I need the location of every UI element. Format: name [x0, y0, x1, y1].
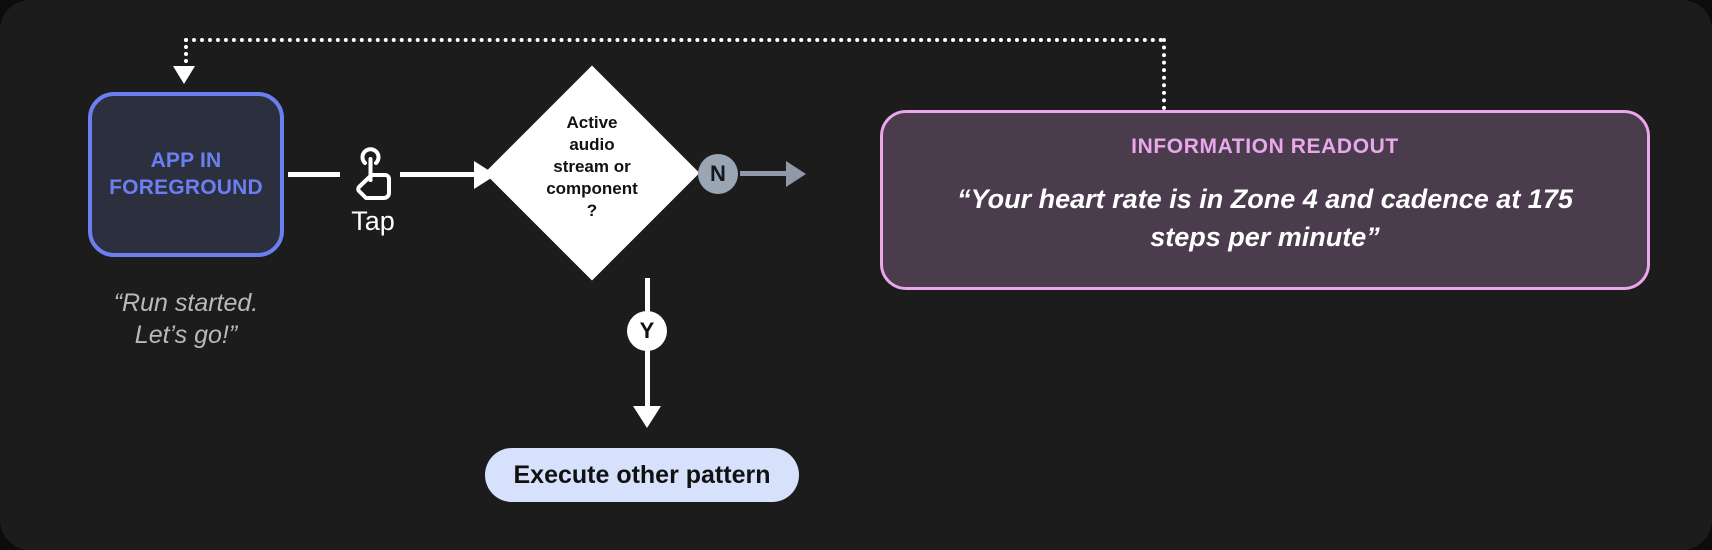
feedback-loop-arrowhead-icon — [173, 66, 195, 84]
tap-hand-icon — [356, 147, 391, 200]
connector-decision-to-yes — [645, 278, 650, 312]
information-readout-body: “Your heart rate is in Zone 4 and cadenc… — [957, 184, 1573, 252]
branch-no-badge: N — [698, 154, 738, 194]
connector-app-to-tap — [288, 172, 340, 177]
information-readout-title: INFORMATION READOUT — [1131, 135, 1399, 158]
execute-other-pattern-node[interactable]: Execute other pattern — [485, 448, 799, 502]
connector-no-arrowhead-icon — [786, 161, 806, 187]
connector-yes-arrowhead-icon — [633, 406, 661, 428]
feedback-loop-top-segment — [184, 38, 1164, 42]
information-readout-panel[interactable]: INFORMATION READOUT “Your heart rate is … — [880, 110, 1650, 290]
connector-tap-to-decision — [400, 172, 480, 177]
branch-yes-badge: Y — [627, 311, 667, 351]
connector-no-to-readout — [740, 171, 788, 176]
feedback-loop-right-segment — [1162, 38, 1166, 110]
app-voice-caption: “Run started.Let’s go!” — [113, 289, 259, 349]
connector-yes-to-execute — [645, 350, 650, 412]
feedback-loop-left-segment — [184, 38, 188, 70]
tap-label: Tap — [351, 206, 395, 236]
